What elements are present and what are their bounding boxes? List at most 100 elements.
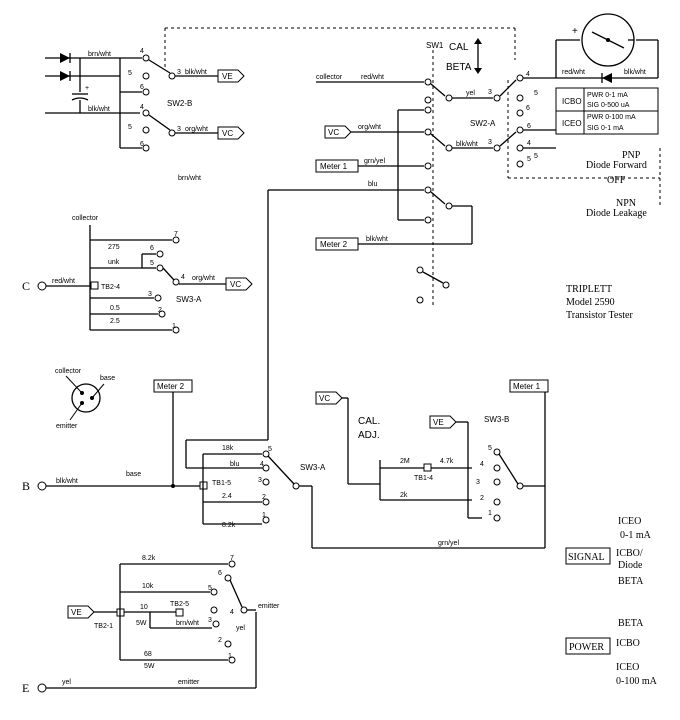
- svg-text:2: 2: [262, 494, 266, 501]
- switch-label: SW3-A: [176, 295, 202, 304]
- svg-text:6: 6: [526, 105, 530, 112]
- vc-box: VC: [230, 280, 241, 289]
- mode-off: OFF: [607, 175, 626, 186]
- range-bottom: SIG 0-500 uA: [587, 102, 630, 109]
- wire-label: emitter: [258, 603, 280, 610]
- resistor-label: 275: [108, 244, 120, 251]
- wire-label: blu: [230, 461, 239, 468]
- svg-text:+: +: [85, 85, 89, 92]
- range-top: PWR 0-1 mA: [587, 92, 628, 99]
- range-bottom: SIG 0-1 mA: [587, 125, 624, 132]
- svg-text:5: 5: [534, 90, 538, 97]
- wire-label: blk/wht: [88, 106, 110, 113]
- wire-label: grn/yel: [364, 158, 385, 165]
- wire-label: yel: [236, 625, 245, 632]
- sw2b-switch: 4 5 6 4 5 6 3 3 SW2-B blk/wht org/wht VE…: [120, 48, 245, 182]
- resistor-label: 10: [140, 604, 148, 611]
- svg-text:2: 2: [480, 495, 484, 502]
- switch-label: SW1: [426, 41, 444, 50]
- svg-text:2: 2: [218, 637, 222, 644]
- svg-text:5: 5: [534, 153, 538, 160]
- wire-label: red/wht: [52, 278, 75, 285]
- mode-diode-forward: Diode Forward: [586, 160, 647, 171]
- power-iceo-range: 0-100 mA: [616, 676, 658, 687]
- cal-adj-line1: CAL.: [358, 416, 380, 427]
- mode-diode-leakage: Diode Leakage: [586, 208, 647, 219]
- svg-text:3: 3: [148, 291, 152, 298]
- signal-icbo: ICBO/: [616, 548, 643, 559]
- switch-label: SW3-A: [300, 463, 326, 472]
- wire-label: collector: [72, 215, 99, 222]
- svg-text:3: 3: [177, 69, 181, 76]
- svg-text:3: 3: [488, 89, 492, 96]
- wire-label: brn/wht: [176, 620, 199, 627]
- svg-text:3: 3: [258, 477, 262, 484]
- title-line2: Model 2590: [566, 297, 615, 308]
- wire-label: collector: [316, 74, 343, 81]
- resistor-label: 2M: [400, 458, 410, 465]
- ve-box: VE: [71, 608, 82, 617]
- wire-label: blu: [368, 181, 377, 188]
- vc-box: VC: [222, 129, 233, 138]
- svg-text:7: 7: [230, 555, 234, 562]
- title-block: TRIPLETT Model 2590 Transistor Tester: [566, 284, 633, 321]
- resistor-label: 5W: [136, 620, 147, 627]
- wire-label: yel: [466, 90, 475, 97]
- svg-text:4: 4: [480, 461, 484, 468]
- power-iceo: ICEO: [616, 662, 639, 673]
- wire-label: blk/wht: [56, 478, 78, 485]
- svg-text:5: 5: [488, 445, 492, 452]
- switch-label: SW3-B: [484, 415, 509, 424]
- wire-label: org/wht: [185, 126, 208, 133]
- resistor-label: 4.7k: [440, 458, 454, 465]
- tb-label: TB2-1: [94, 623, 113, 630]
- power-icbo: ICBO: [616, 638, 640, 649]
- sw1-cal-label: CAL: [449, 42, 469, 53]
- svg-text:4: 4: [140, 48, 144, 55]
- title-line3: Transistor Tester: [566, 310, 633, 321]
- svg-text:7: 7: [174, 231, 178, 238]
- wire-label: base: [126, 471, 141, 478]
- power-beta: BETA: [618, 618, 644, 629]
- svg-text:4: 4: [140, 104, 144, 111]
- title-line1: TRIPLETT: [566, 284, 612, 295]
- range-left: ICBO: [562, 97, 582, 106]
- svg-text:4: 4: [260, 461, 264, 468]
- resistor-label: 18k: [222, 445, 234, 452]
- wire-label: grn/yel: [438, 540, 459, 547]
- signal-iceo-range: 0-1 mA: [620, 530, 652, 541]
- wire-label: emitter: [178, 679, 200, 686]
- svg-text:4: 4: [527, 140, 531, 147]
- tb-label: TB2-4: [101, 284, 120, 291]
- resistor-label: 2.4: [222, 493, 232, 500]
- cal-adj-section: VC CAL. ADJ. 2M 2k TB1-4 4.7k VE SW3-B 5…: [315, 379, 549, 548]
- svg-text:5: 5: [128, 124, 132, 131]
- terminal-e: E: [22, 681, 29, 695]
- rectifier-section: + brn/wht blk/wht: [45, 51, 142, 148]
- wire-label: blk/wht: [624, 69, 646, 76]
- svg-text:4: 4: [181, 274, 185, 281]
- svg-text:4: 4: [230, 609, 234, 616]
- sw1-beta-label: BETA: [446, 62, 472, 73]
- mode-pnp: PNP: [622, 150, 641, 161]
- tb-label: TB1-5: [212, 480, 231, 487]
- range-top: PWR 0-100 mA: [587, 114, 636, 121]
- svg-text:2: 2: [158, 307, 162, 314]
- base-section: B blk/wht base Meter 2 TB1-5 18k 5 blu 4…: [22, 189, 545, 549]
- pin-label: emitter: [56, 423, 78, 430]
- wire-label: red/wht: [361, 74, 384, 81]
- resistor-label: unk: [108, 259, 120, 266]
- transistor-icon: collector base emitter: [55, 368, 115, 430]
- svg-text:6: 6: [218, 570, 222, 577]
- resistor-label: 8.2k: [142, 555, 156, 562]
- svg-text:3: 3: [476, 479, 480, 486]
- meter2-box: Meter 2: [157, 382, 185, 391]
- tb-label: TB2-5: [170, 601, 189, 608]
- sw1-frame: SW1 CAL BETA: [164, 27, 516, 305]
- resistor-label: 2k: [400, 492, 408, 499]
- vc-box: VC: [328, 128, 339, 137]
- wire-label: brn/wht: [178, 175, 201, 182]
- wire-label: org/wht: [192, 275, 215, 282]
- svg-text:1: 1: [262, 512, 266, 519]
- ve-box: VE: [433, 418, 444, 427]
